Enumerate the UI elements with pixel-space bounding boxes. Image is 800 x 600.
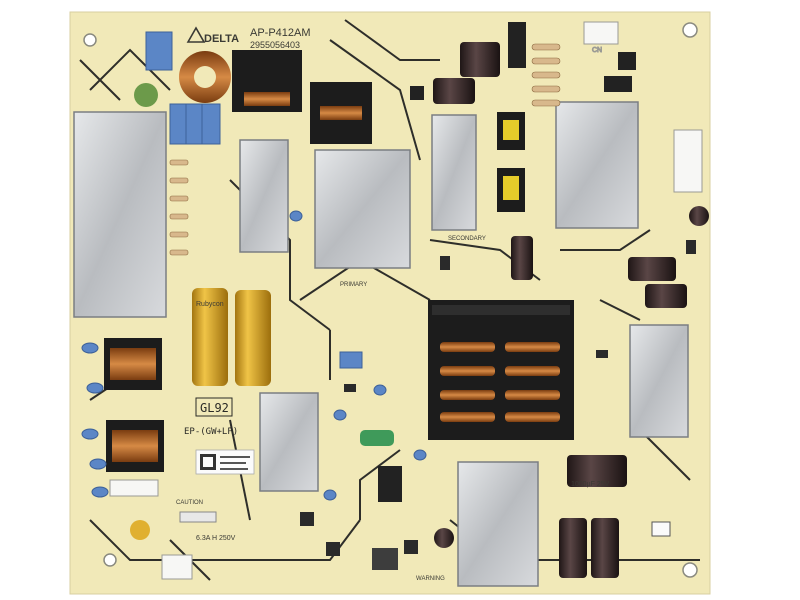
- secondary-label: SECONDARY: [448, 236, 486, 242]
- model-number: AP-P412AM: [250, 27, 311, 39]
- connector-label: CN: [592, 47, 602, 54]
- barcode-sticker: [195, 449, 255, 475]
- fuse-rating: 6.3A H 250V: [196, 535, 236, 542]
- revision-code: GL92: [200, 401, 229, 415]
- bulk-cap-label: Rubycon: [196, 301, 224, 308]
- output-capacitors: 1000µF 25V: [433, 42, 709, 578]
- connector-right: [673, 129, 703, 193]
- silkscreen-text: DELTA AP-P412AM 2955056403 GL92 EP-(GW+L…: [176, 26, 486, 582]
- relay: [372, 548, 398, 570]
- bulk-cap-2: [235, 290, 271, 386]
- heatsink-center: [314, 149, 411, 269]
- small-inductors: [497, 112, 525, 212]
- resistors: [169, 43, 561, 256]
- thermistor: [130, 520, 150, 540]
- small-semiconductors: [300, 240, 696, 556]
- varistors: [134, 83, 394, 446]
- connectors: CN: [109, 21, 703, 580]
- heatsink-bottom-center: [259, 392, 319, 492]
- heatsinks: [73, 101, 689, 587]
- brand-logo-triangle: [186, 26, 206, 43]
- primary-label: PRIMARY: [340, 282, 367, 288]
- heatsink-right-top: [555, 101, 639, 229]
- transformers: [104, 50, 574, 472]
- bulk-cap-1: [192, 288, 228, 386]
- brand-logo-text: DELTA: [204, 33, 239, 45]
- heatsink-left: [73, 111, 167, 318]
- heatsink-bottom: [457, 461, 539, 587]
- caution-label: CAUTION: [176, 500, 203, 506]
- regulators: [378, 22, 636, 502]
- bulk-capacitors: Rubycon: [192, 288, 271, 386]
- heatsink-right: [629, 324, 689, 438]
- connector-mid-left: [109, 479, 159, 497]
- output-cap-label: 1000µF 25V: [571, 481, 610, 488]
- warning-label: WARNING: [416, 576, 445, 582]
- heatsink-mid: [431, 114, 477, 231]
- mounting-holes: [83, 22, 698, 578]
- film-capacitors: [81, 31, 427, 501]
- part-number: 2955056403: [250, 40, 300, 50]
- revision-box: [195, 397, 233, 417]
- connector-ac: [161, 554, 193, 580]
- cn-socket: [651, 521, 671, 537]
- connector-top: [583, 21, 619, 45]
- toroid-inductor: [179, 51, 231, 103]
- rating-marking: EP-(GW+LP): [184, 427, 238, 437]
- fuse: 6.3A H 250V: [179, 511, 236, 542]
- heatsink-center-left: [239, 139, 289, 253]
